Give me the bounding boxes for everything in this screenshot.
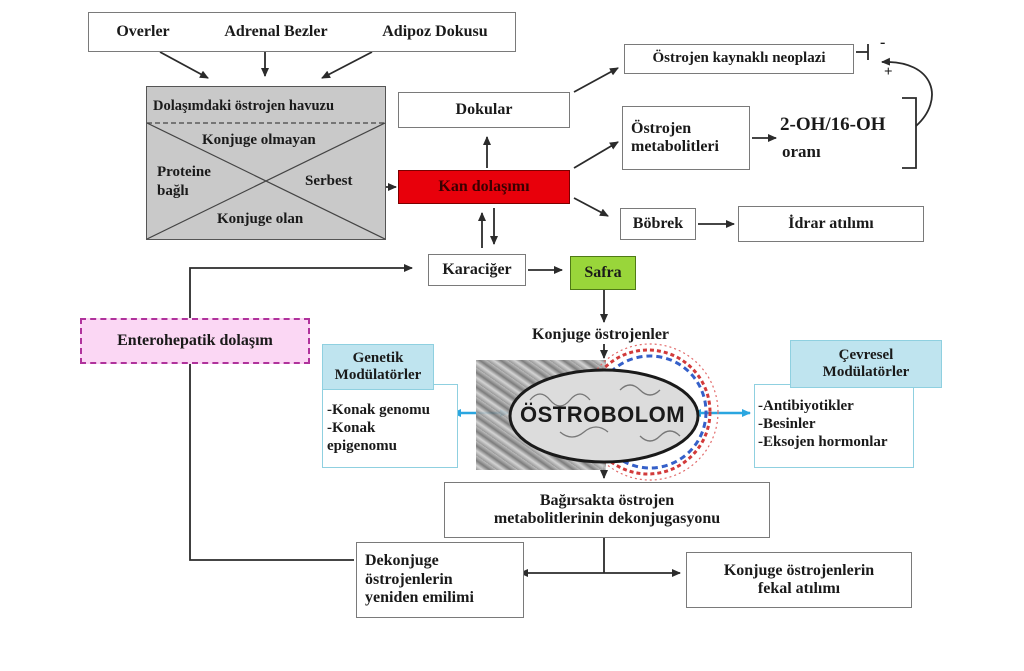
- metabolites-line-2: metabolitleri: [631, 138, 719, 155]
- deconj-line-1: Bağırsakta östrojen: [539, 491, 675, 509]
- env-title-1: Çevresel: [838, 346, 894, 363]
- genetic-title-1: Genetik: [352, 349, 404, 366]
- arrow-adipose-pool: [321, 51, 373, 79]
- genetic-modulators-list: [322, 384, 458, 468]
- pool-cross-lines: [147, 122, 385, 239]
- env-item-2: -Besinler: [758, 416, 816, 432]
- env-item-3: -Eksojen hormonlar: [758, 434, 888, 450]
- pool-protein-bound-1: Proteine: [157, 164, 211, 180]
- genetic-item-2: -Konak: [327, 420, 376, 436]
- reabs-line-1: Dekonjuge: [365, 552, 439, 570]
- fecal-excretion-box: Konjuge östrojenlerin fekal atılımı: [686, 552, 912, 608]
- pool-conjugated: Konjuge olan: [217, 211, 304, 227]
- reabs-line-3: yeniden emilimi: [365, 589, 474, 607]
- pool-title: Dolaşımdaki östrojen havuzu: [153, 98, 335, 114]
- reabsorption-box: Dekonjuge östrojenlerin yeniden emilimi: [356, 542, 524, 618]
- fecal-line-2: fekal atılımı: [757, 580, 841, 597]
- reabs-line-2: östrojenlerin: [365, 570, 453, 588]
- source-adrenal: Adrenal Bezler: [224, 22, 328, 40]
- tissues-box: Dokular: [398, 92, 570, 128]
- arrow-ovaries-pool: [159, 51, 209, 79]
- enterohepatic-box: Enterohepatik dolaşım: [80, 318, 310, 364]
- deconj-line-2: metabolitlerinin dekonjugasyonu: [493, 510, 721, 527]
- environmental-modulators-list: [754, 384, 914, 468]
- genetic-item-1: -Konak genomu: [327, 402, 430, 418]
- blood-circulation-box: Kan dolaşımı: [398, 170, 570, 204]
- deconjugation-box: Bağırsakta östrojen metabolitlerinin dek…: [444, 482, 770, 538]
- kidney-box: Böbrek: [620, 208, 696, 240]
- genetic-modulators-header: Genetik Modülatörler: [322, 344, 434, 390]
- minus-sign: -: [880, 34, 886, 51]
- bile-box: Safra: [570, 256, 636, 290]
- ratio-line-2: oranı: [782, 142, 821, 161]
- liver-box: Karaciğer: [428, 254, 526, 286]
- pool-unconjugated: Konjuge olmayan: [202, 132, 316, 148]
- neoplasia-box: Östrojen kaynaklı neoplazi: [624, 44, 854, 74]
- pool-protein-bound-2: bağlı: [157, 183, 189, 199]
- arrow-blood-kidney: [573, 197, 609, 217]
- arrow-blood-metabolites: [573, 141, 619, 169]
- sources-box: Overler Adrenal Bezler Adipoz Dokusu: [88, 12, 516, 52]
- source-ovaries: Overler: [116, 22, 170, 40]
- estrogen-pool-box: Dolaşımdaki östrojen havuzu Konjuge olma…: [146, 86, 386, 240]
- env-title-2: Modülatörler: [822, 364, 910, 380]
- arrow-tissues-neoplasia: [573, 67, 619, 93]
- genetic-title-2: Modülatörler: [334, 367, 422, 383]
- estrobolome-label: ÖSTROBOLOM: [520, 402, 686, 427]
- metabolites-line-1: Östrojen: [631, 119, 692, 137]
- environmental-modulators-header: Çevresel Modülatörler: [790, 340, 942, 388]
- conjugated-estrogens-label: Konjuge östrojenler: [532, 326, 670, 343]
- urine-excretion-box: İdrar atılımı: [738, 206, 924, 242]
- plus-sign: +: [884, 64, 893, 80]
- arrow-enterohepatic-loop: [189, 264, 413, 561]
- genetic-item-3: epigenomu: [327, 438, 398, 454]
- fecal-line-1: Konjuge östrojenlerin: [723, 561, 875, 579]
- feedback-arrow: [881, 57, 933, 127]
- metabolites-box: Östrojen metabolitleri: [622, 106, 750, 170]
- ratio-line-1: 2-OH/16-OH: [780, 114, 886, 135]
- source-adipose: Adipoz Dokusu: [382, 22, 488, 40]
- ratio-bracket: [902, 97, 917, 169]
- env-item-1: -Antibiyotikler: [758, 398, 854, 414]
- pool-free: Serbest: [305, 173, 353, 189]
